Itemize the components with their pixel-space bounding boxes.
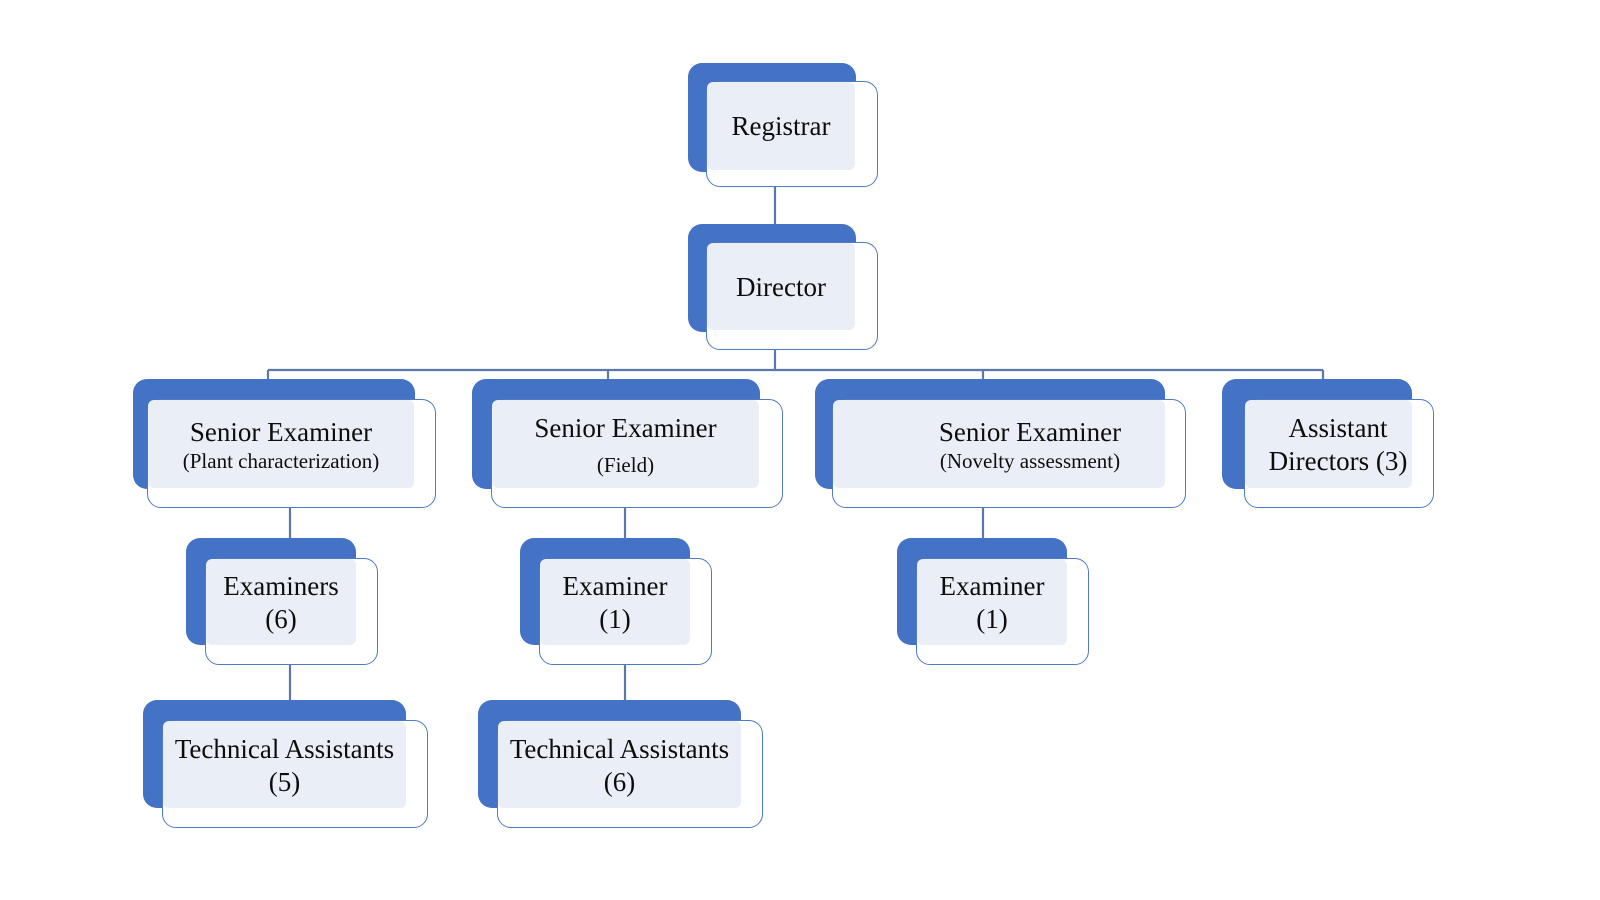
node-fill	[917, 559, 1067, 645]
node-label-line1: Senior Examiner	[189, 416, 373, 447]
node-label-line2: (6)	[603, 766, 636, 797]
node-fill	[148, 400, 414, 488]
node-label: Technical Assistants (6)	[497, 721, 742, 810]
node-director[interactable]: Director	[688, 224, 878, 350]
node-fill	[707, 82, 855, 170]
node-fill	[1245, 400, 1412, 488]
node-technical-assistants-6[interactable]: Technical Assistants (6)	[478, 700, 763, 828]
node-label: Senior Examiner (Field)	[491, 400, 760, 490]
node-fill	[498, 721, 741, 808]
node-label-line2: (6)	[265, 604, 297, 634]
node-label-line2: Directors (3)	[1268, 446, 1408, 476]
node-label-line2: (Plant characterization)	[182, 448, 380, 473]
node-fill	[163, 721, 406, 808]
node-senior-examiner-novelty[interactable]: Senior Examiner (Novelty assessment)	[815, 379, 1186, 508]
node-fill	[833, 400, 1165, 488]
node-label-line1: Senior Examiner	[938, 416, 1122, 447]
node-examiners-6[interactable]: Examiners (6)	[186, 538, 378, 665]
node-technical-assistants-5[interactable]: Technical Assistants (5)	[143, 700, 428, 828]
node-fill	[492, 400, 759, 488]
node-label-line2: (1)	[599, 604, 631, 634]
node-label-line1: Examiner	[939, 571, 1045, 602]
node-examiner-1-novelty[interactable]: Examiner (1)	[897, 538, 1089, 665]
node-label-line2: (1)	[976, 604, 1008, 634]
node-label-line1: Technical Assistants	[509, 733, 730, 764]
node-label-line1: Examiner	[562, 571, 668, 602]
node-assistant-directors[interactable]: Assistant Directors (3)	[1222, 379, 1434, 508]
node-label-line2: (5)	[268, 766, 301, 797]
node-label-line1: Technical Assistants	[174, 733, 395, 764]
node-label: Senior Examiner (Plant characterization)	[147, 400, 415, 490]
node-label-line1: Senior Examiner	[534, 412, 717, 443]
node-fill	[206, 559, 356, 645]
node-senior-examiner-field[interactable]: Senior Examiner (Field)	[472, 379, 783, 508]
node-fill	[707, 243, 855, 330]
node-label: Examiner (1)	[539, 559, 691, 647]
node-label: Examiner (1)	[916, 559, 1068, 647]
node-label-line1: Examiners	[223, 571, 339, 602]
node-senior-examiner-plant[interactable]: Senior Examiner (Plant characterization)	[133, 379, 436, 508]
node-label: Senior Examiner (Novelty assessment)	[893, 400, 1167, 490]
node-label-line2: (Novelty assessment)	[939, 448, 1121, 473]
node-fill	[540, 559, 690, 645]
node-label-line1: Director	[736, 271, 826, 302]
node-label: Assistant Directors (3)	[1262, 400, 1414, 490]
node-label-line1: Assistant	[1288, 413, 1388, 444]
node-label: Registrar	[706, 81, 856, 172]
node-examiner-1-field[interactable]: Examiner (1)	[520, 538, 712, 665]
node-label: Director	[706, 242, 856, 332]
node-label: Examiners (6)	[205, 559, 357, 647]
node-label: Technical Assistants (5)	[162, 721, 407, 810]
node-registrar[interactable]: Registrar	[688, 63, 878, 187]
node-label-line2: (Field)	[596, 452, 655, 477]
node-label-line1: Registrar	[731, 111, 831, 142]
